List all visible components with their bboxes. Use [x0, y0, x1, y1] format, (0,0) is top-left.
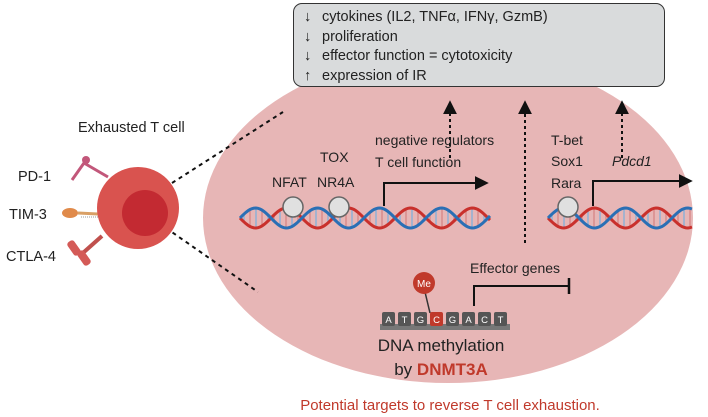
- base-letter: T: [402, 315, 408, 326]
- tf-circle-nfat: [282, 196, 304, 218]
- label-nr4a: NR4A: [317, 174, 355, 190]
- down-arrow-icon: ↓: [304, 28, 312, 45]
- down-arrow-icon: ↓: [304, 48, 312, 64]
- me-label: Me: [417, 279, 431, 290]
- base-box: [462, 312, 475, 326]
- base-box: [446, 312, 459, 326]
- me-stalk: [424, 291, 431, 314]
- base-letter: G: [417, 315, 424, 326]
- methylation-by: by: [394, 360, 412, 379]
- base-box: [494, 312, 507, 326]
- base-box: [430, 312, 443, 326]
- base-box: [478, 312, 491, 326]
- cell-label: Exhausted T cell: [78, 120, 185, 136]
- effect-line-proliferation: ↓ proliferation: [304, 28, 664, 48]
- up-arrow-icon: ↑: [304, 67, 312, 84]
- label-tox: TOX: [320, 149, 349, 165]
- label-tbet: T-bet: [551, 132, 583, 148]
- effects-box: ↓ cytokines (IL2, TNFα, IFNγ, GzmB) ↓ prol…: [293, 3, 665, 87]
- effect-line-effector-function: ↓ effector function = cytotoxicity: [304, 47, 664, 67]
- zoom-line-top: [171, 111, 284, 184]
- promoter-arrow-right: [592, 174, 693, 206]
- label-sox1: Sox1: [551, 153, 583, 169]
- t-cell-icon: [62, 156, 179, 266]
- enzyme-dnmt3a: DNMT3A: [417, 360, 488, 379]
- promoter-arrow-left: [383, 176, 489, 206]
- methylation-line1: DNA methylation: [378, 336, 505, 355]
- base-letter: G: [449, 315, 456, 326]
- base-letter: C: [433, 315, 440, 326]
- base-letter: A: [385, 315, 392, 326]
- base-letter: A: [465, 315, 472, 326]
- caption: Potential targets to reverse T cell exha…: [300, 397, 600, 414]
- tf-circle-right: [557, 196, 579, 218]
- label-nfat: NFAT: [272, 174, 307, 190]
- dna-helix-left: [238, 206, 492, 230]
- effect-text: expression of IR: [322, 67, 427, 84]
- receptor-label-ctla4: CTLA-4: [6, 249, 56, 265]
- base-box: [414, 312, 427, 326]
- effect-text: effector function = cytotoxicity: [322, 48, 513, 64]
- effect-line-cytokines: ↓ cytokines (IL2, TNFα, IFNγ, GzmB): [304, 8, 664, 28]
- receptor-label-pd1: PD-1: [18, 169, 51, 185]
- down-arrow-icon: ↓: [304, 9, 312, 25]
- methylation-line2: by DNMT3A: [394, 360, 488, 379]
- base-box: [382, 312, 395, 326]
- label-rara: Rara: [551, 175, 582, 191]
- effect-text: proliferation: [322, 28, 398, 45]
- receptor-label-tim3: TIM-3: [9, 207, 47, 223]
- base-strip-bar: [380, 324, 510, 330]
- effect-text: cytokines (IL2, TNFα, IFNγ, GzmB): [322, 9, 548, 25]
- effect-line-ir-expression: ↑ expression of IR: [304, 67, 664, 87]
- zoom-line-bottom: [165, 227, 259, 293]
- tf-circle-tox: [328, 196, 350, 218]
- label-pdcd1: Pdcd1: [612, 153, 652, 169]
- label-tcell-function: T cell function: [375, 154, 461, 170]
- me-circle: [413, 272, 435, 294]
- repression-line: [473, 285, 568, 306]
- base-box: [398, 312, 411, 326]
- label-neg-regulators: negative regulators: [375, 132, 494, 148]
- base-letter: C: [481, 315, 488, 326]
- base-letter: T: [498, 315, 504, 326]
- label-effector-genes: Effector genes: [470, 260, 560, 276]
